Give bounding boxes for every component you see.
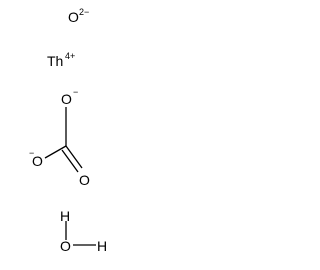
oxide-oxygen-symbol: O: [68, 9, 79, 25]
carbonate-left-oxygen-charge: −: [29, 148, 34, 158]
water-oxygen: O: [60, 238, 71, 254]
oxide-ion: O 2−: [68, 7, 89, 25]
water-molecule: H O H: [60, 208, 107, 254]
oxide-charge: 2−: [79, 7, 89, 17]
thorium-symbol: Th: [47, 53, 63, 69]
thorium-charge: 4+: [65, 51, 75, 61]
carbonate-left-bond: [44, 145, 67, 159]
water-top-hydrogen: H: [60, 208, 70, 224]
carbonate-ion: O − O − O: [29, 87, 90, 188]
molecule-canvas: O 2− Th 4+ O − O − O H O H: [29, 7, 107, 254]
carbonate-top-oxygen-charge: −: [73, 87, 78, 97]
carbonate-double-bond-a: [65, 145, 83, 169]
carbonate-double-bond-b: [61, 149, 79, 173]
water-right-hydrogen: H: [97, 238, 107, 254]
carbonate-double-oxygen: O: [79, 172, 90, 188]
carbonate-left-oxygen: O: [32, 153, 43, 169]
carbonate-top-oxygen: O: [61, 91, 72, 107]
thorium-ion: Th 4+: [47, 51, 75, 69]
